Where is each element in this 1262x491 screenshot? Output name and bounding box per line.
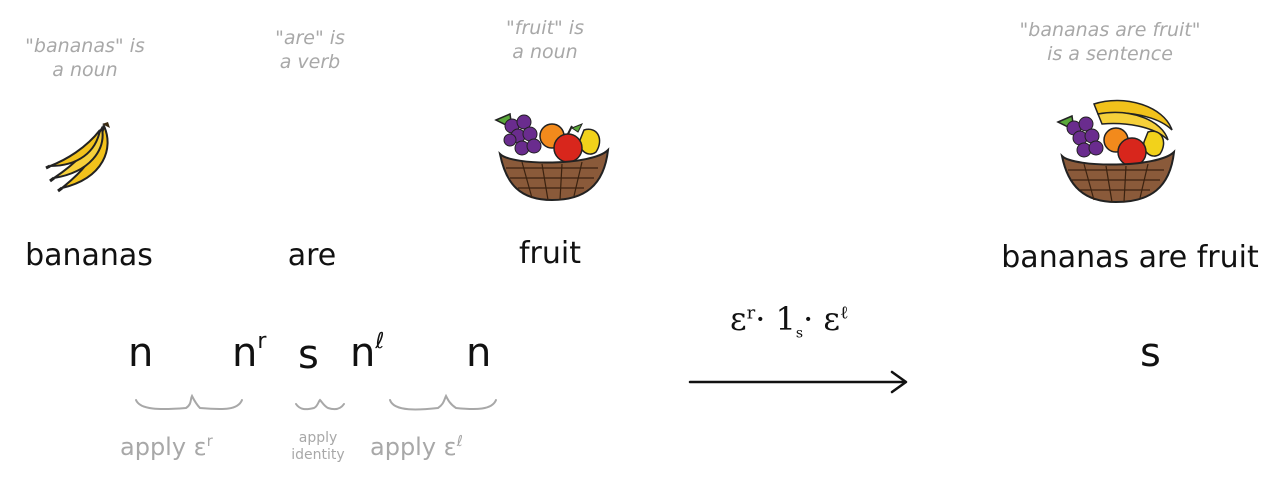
word-bananas: bananas: [25, 238, 153, 273]
note-fruit: "fruit" is a noun: [506, 17, 584, 63]
type-n-fruit: n: [466, 330, 492, 376]
bananas-icon: [45, 122, 110, 193]
fruit-basket-icon: [1056, 99, 1176, 204]
brace-apply-er: [135, 393, 243, 410]
arrow-icon: [688, 370, 908, 394]
note-sentence: "bananas are fruit" is a sentence: [1019, 19, 1201, 65]
brace-apply-identity: [295, 398, 345, 411]
type-s-result: s: [1140, 330, 1161, 376]
arrow-label: εr· 1s· εℓ: [730, 300, 849, 342]
label-apply-er: apply εr: [120, 432, 213, 461]
type-s: s: [298, 332, 319, 378]
word-are: are: [287, 238, 337, 273]
brace-apply-el: [389, 393, 497, 411]
note-bananas: "bananas" is a noun: [25, 35, 145, 81]
word-fruit: fruit: [518, 236, 581, 271]
word-sentence: bananas are fruit: [1001, 240, 1259, 275]
type-nr: nr: [232, 328, 267, 376]
fruit-basket-icon: [494, 112, 610, 202]
label-apply-identity: apply identity: [291, 430, 345, 463]
note-are: "are" is a verb: [275, 27, 345, 73]
type-n-bananas: n: [128, 330, 154, 376]
type-nl: nℓ: [350, 328, 385, 376]
label-apply-el: apply εℓ: [370, 432, 463, 461]
